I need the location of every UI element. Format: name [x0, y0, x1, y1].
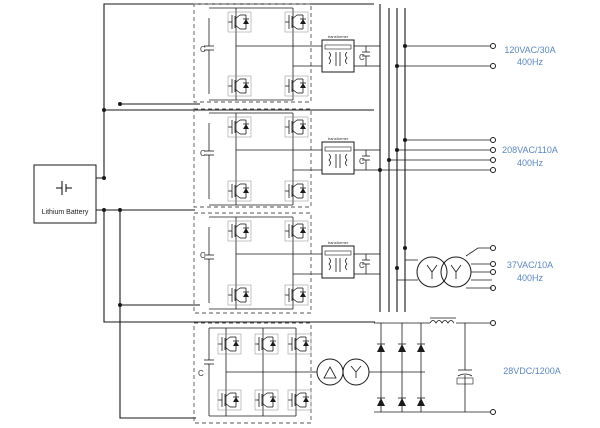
transformer-caption: transformer	[328, 34, 349, 39]
output-1-rating: 120VAC/30A	[504, 45, 555, 55]
output-3-frequency: 400Hz	[517, 273, 544, 283]
svg-text:C: C	[198, 369, 204, 378]
inverter-module-2: C transformer C	[200, 113, 370, 205]
svg-text:C: C	[200, 149, 206, 158]
lithium-battery: Lithium Battery	[33, 164, 97, 224]
output-labels: 120VAC/30A 400Hz 208VAC/110A 400Hz 37VAC…	[502, 45, 561, 376]
output-3-rating: 37VAC/10A	[507, 260, 553, 270]
svg-text:C: C	[200, 251, 206, 260]
inverter-module-3: C transformer C	[200, 217, 370, 309]
transformer-2: transformer	[321, 136, 355, 175]
svg-text:C: C	[359, 157, 365, 166]
transformer-3: transformer	[321, 240, 355, 279]
output-1-terminals	[395, 43, 496, 69]
output-1-frequency: 400Hz	[517, 57, 544, 67]
inverter-module-4: C	[198, 327, 312, 417]
output-3-yy-transformer	[395, 245, 496, 291]
output-2-frequency: 400Hz	[517, 158, 544, 168]
inverter-module-1: C transformer C	[200, 8, 370, 100]
svg-text:C: C	[359, 261, 365, 270]
dc-bus-wiring	[96, 3, 375, 419]
capacitor-label: C	[200, 45, 206, 54]
svg-text:transformer: transformer	[328, 240, 349, 245]
inverter-modules	[193, 3, 312, 424]
output-2-rating: 208VAC/110A	[502, 145, 558, 155]
battery-label: Lithium Battery	[42, 209, 89, 216]
output-2-terminals	[378, 137, 496, 173]
output-4-dc-stage	[312, 317, 496, 415]
svg-text:transformer: transformer	[328, 136, 349, 141]
transformer-1: transformer	[321, 34, 355, 73]
output-4-rating: 28VDC/1200A	[503, 366, 561, 376]
svg-text:C: C	[359, 53, 365, 62]
output-buses	[370, 4, 406, 312]
